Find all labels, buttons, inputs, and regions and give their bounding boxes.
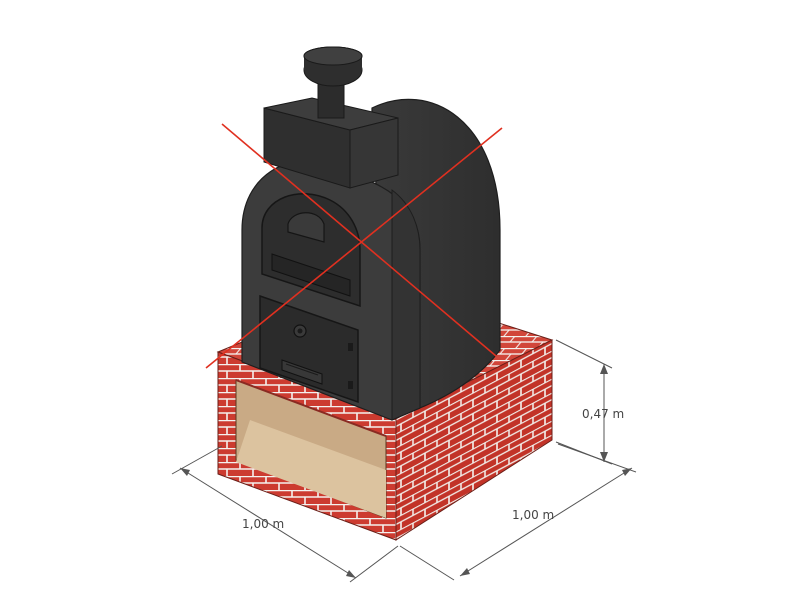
lower-firebox-door <box>259 294 359 404</box>
dimension-lines <box>171 339 637 583</box>
wood-shelf <box>236 420 386 518</box>
width-ext-right <box>349 545 399 583</box>
width-dimension-line <box>179 467 357 579</box>
oven <box>241 46 501 421</box>
depth-dimension-line <box>459 467 633 577</box>
cross-line-2 <box>205 127 503 369</box>
cross-line-1 <box>221 123 497 357</box>
dimension-arrows <box>180 364 632 578</box>
air-vent-knob-center <box>297 328 303 334</box>
flue-cap-lid <box>303 46 363 66</box>
arrow-depth-end <box>622 468 632 476</box>
upper-door-window <box>287 212 325 243</box>
red-cross-mark <box>205 123 503 369</box>
opening-lintel <box>235 379 387 437</box>
height-dimension-label: 0,47 m <box>582 407 624 421</box>
width-ext-left <box>171 445 223 475</box>
arrow-depth-start <box>460 568 470 576</box>
chimney-box-side <box>349 117 399 189</box>
arrow-width-end <box>346 570 356 578</box>
arrow-height-bottom <box>600 452 608 462</box>
oven-front-side <box>391 188 421 421</box>
arrow-height-top <box>600 364 608 374</box>
width-dimension-label: 1,00 m <box>242 517 284 531</box>
height-ext-bottom <box>555 441 613 465</box>
arrow-width-start <box>180 468 190 476</box>
height-ext-top <box>555 339 613 369</box>
depth-ext-left <box>399 545 455 581</box>
door-hinge-top <box>348 343 353 351</box>
depth-dimension-label: 1,00 m <box>512 508 554 522</box>
door-hinge-bottom <box>348 381 353 389</box>
